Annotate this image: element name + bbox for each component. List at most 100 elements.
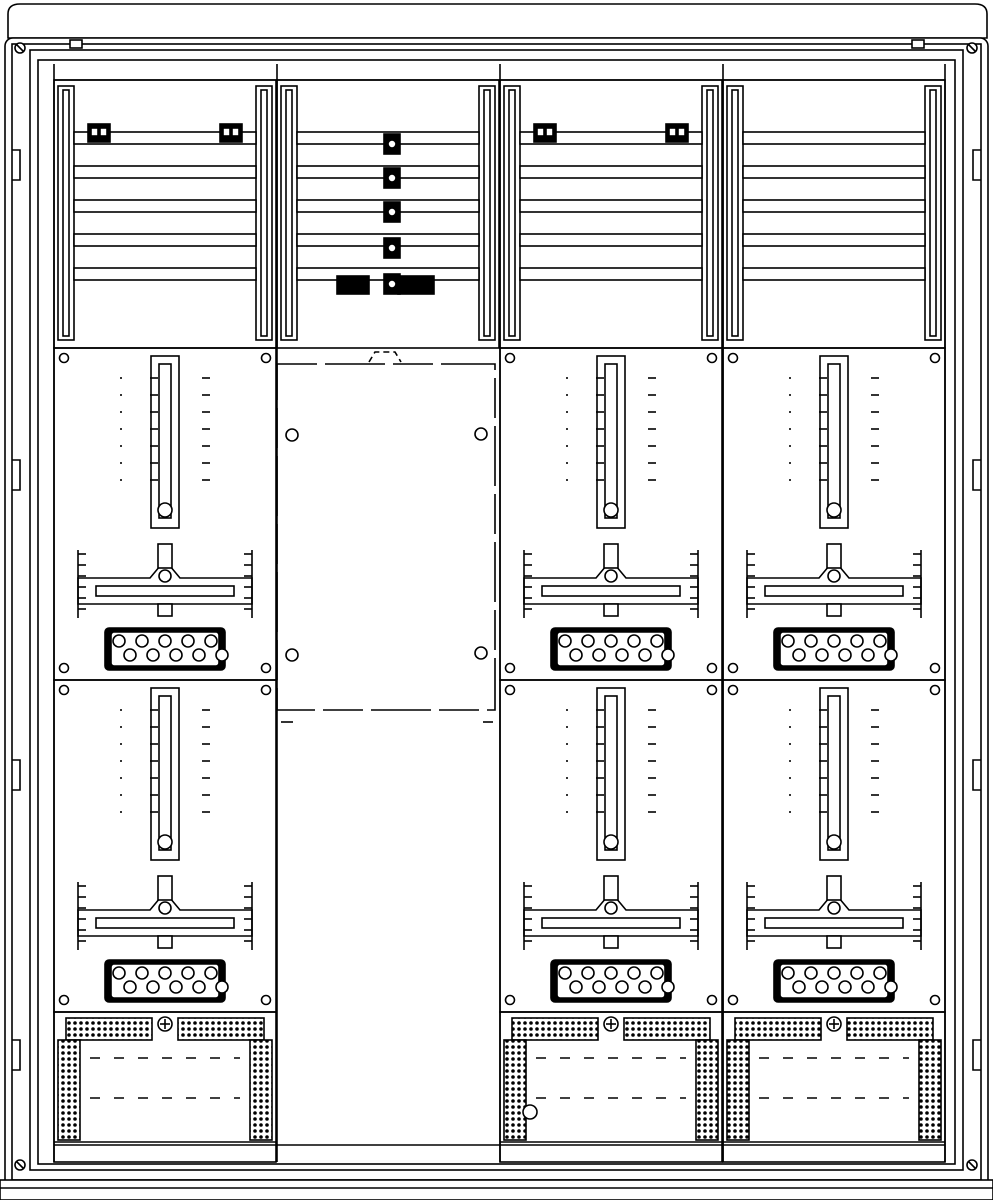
terminal-screw-icon xyxy=(838,980,852,994)
terminal-section-frame xyxy=(722,1011,946,1163)
busbar xyxy=(519,131,703,145)
panel-fixing-screw-icon xyxy=(504,994,516,1006)
terminal-screw-icon xyxy=(638,980,652,994)
meter-crossbar-slot xyxy=(541,917,681,929)
screw-slot xyxy=(16,44,24,52)
left-hinge-icon xyxy=(12,459,21,491)
enclosure-plinth xyxy=(0,1179,993,1200)
panel-fixing-screw-icon xyxy=(58,662,70,674)
din-rail-terminals-left xyxy=(734,1017,822,1041)
terminal-screw-icon xyxy=(650,634,664,648)
panel-fixing-screw-icon xyxy=(504,684,516,696)
mounting-plate xyxy=(37,59,956,1165)
panel-fixing-screw-icon xyxy=(58,352,70,364)
terminal-screw-icon xyxy=(638,648,652,662)
terminal-screw-icon xyxy=(661,980,675,994)
panel-fixing-screw-icon xyxy=(929,684,941,696)
terminal-screw-icon xyxy=(604,966,618,980)
panel-fixing-screw-icon xyxy=(260,994,272,1006)
terminal-screw-icon xyxy=(192,980,206,994)
busbar xyxy=(519,165,703,179)
terminal-screw-icon xyxy=(581,634,595,648)
busbar xyxy=(519,267,703,281)
busbar-field xyxy=(276,79,500,349)
clamp-screw xyxy=(231,127,240,137)
terminal-block-section xyxy=(53,1011,277,1163)
terminal-screw-icon xyxy=(581,966,595,980)
terminal-section-frame xyxy=(499,1011,723,1163)
meter-crossbar-slot xyxy=(95,917,235,929)
screw-slot xyxy=(968,1161,976,1169)
terminal-block-section xyxy=(499,1011,723,1163)
terminal-screw-icon xyxy=(781,634,795,648)
terminal-screw-icon xyxy=(181,966,195,980)
meter-hanger-slot xyxy=(604,695,618,851)
busbar xyxy=(519,199,703,213)
meter-hanger-hole xyxy=(603,502,619,518)
side-terminal-strip-right xyxy=(249,1039,273,1141)
busbar-support-rail-slot xyxy=(706,89,714,337)
busbar xyxy=(73,233,257,247)
cover-handle xyxy=(368,351,402,363)
terminal-screw-icon xyxy=(146,980,160,994)
blank-cover-plate xyxy=(276,363,496,711)
meter-crossbar-slot xyxy=(95,585,235,597)
right-hinge-icon xyxy=(972,1039,981,1071)
screw-slot xyxy=(16,1161,24,1169)
clamp-screw xyxy=(90,127,99,137)
busbar xyxy=(742,199,926,213)
terminal-screw-icon xyxy=(604,634,618,648)
terminal-screw-icon xyxy=(781,966,795,980)
panel-fixing-screw-icon xyxy=(58,684,70,696)
panel-fixing-screw-icon xyxy=(504,352,516,364)
terminal-screw-icon xyxy=(146,648,160,662)
crossbar-bottom-post xyxy=(603,603,619,617)
terminal-screw-icon xyxy=(558,634,572,648)
crossbar-top-post xyxy=(157,543,173,569)
side-terminal-strip-left xyxy=(726,1039,750,1141)
terminal-screw-icon xyxy=(158,634,172,648)
din-rail-terminals-right xyxy=(846,1017,934,1041)
busbar xyxy=(742,165,926,179)
panel-fixing-screw-icon xyxy=(727,684,739,696)
left-hinge-icon xyxy=(12,759,21,791)
meter-hanger-slot xyxy=(604,363,618,519)
panel-fixing-screw-icon xyxy=(260,662,272,674)
terminal-screw-icon xyxy=(204,966,218,980)
left-hinge-icon xyxy=(12,1039,21,1071)
terminal-screw-icon xyxy=(815,648,829,662)
din-rail-terminals-right xyxy=(623,1017,711,1041)
meter-hanger-hole xyxy=(826,834,842,850)
terminal-screw-icon xyxy=(181,634,195,648)
terminal-screw-icon xyxy=(827,634,841,648)
terminal-screw-icon xyxy=(112,634,126,648)
crossbar-top-post xyxy=(826,875,842,901)
bus-connector-screw xyxy=(387,173,397,183)
right-hinge-icon xyxy=(972,149,981,181)
panel-fixing-screw-icon xyxy=(706,684,718,696)
panel-fixing-screw-icon xyxy=(260,352,272,364)
cover-screw-icon xyxy=(474,646,488,660)
terminal-screw-icon xyxy=(850,966,864,980)
enclosure-roof xyxy=(7,3,988,39)
panel-fixing-screw-icon xyxy=(727,662,739,674)
meter-hanger-slot xyxy=(158,695,172,851)
cover-screw-icon xyxy=(285,648,299,662)
panel-fixing-screw-icon xyxy=(706,662,718,674)
crossbar-screw-icon xyxy=(604,569,618,583)
busbar-support-rail-slot xyxy=(62,89,70,337)
clamp-screw xyxy=(222,127,231,137)
clamp-screw xyxy=(99,127,108,137)
terminal-screw-icon xyxy=(804,966,818,980)
left-hinge-icon xyxy=(12,149,21,181)
busbar xyxy=(73,165,257,179)
right-hinge-icon xyxy=(972,459,981,491)
meter-hanger-hole xyxy=(826,502,842,518)
crossbar-screw-icon xyxy=(827,901,841,915)
crossbar-bottom-post xyxy=(826,935,842,949)
busbar xyxy=(73,131,257,145)
busbar-support-rail-slot xyxy=(260,89,268,337)
terminal-screw-icon xyxy=(169,980,183,994)
meter-hanger-hole xyxy=(603,834,619,850)
meter-panel xyxy=(722,679,946,1013)
